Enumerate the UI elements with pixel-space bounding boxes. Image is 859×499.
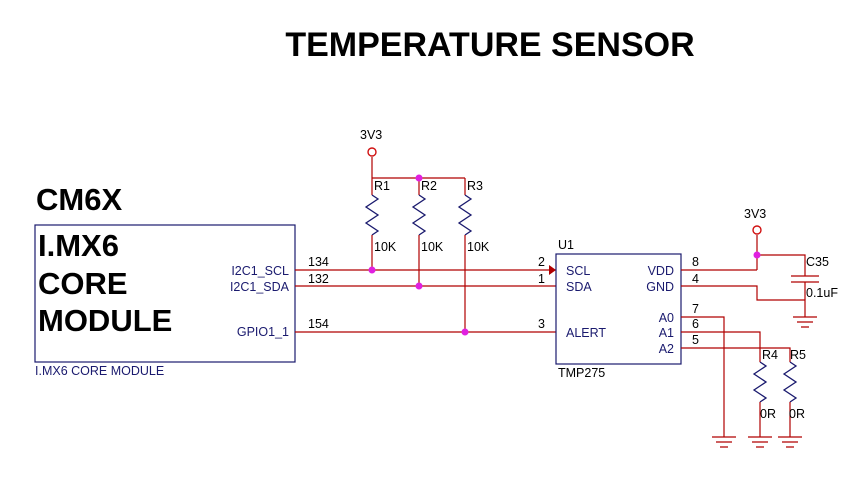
module-pin-sda: I2C1_SDA xyxy=(230,280,290,294)
wire-a2 xyxy=(681,347,791,362)
junction-dot xyxy=(415,174,423,182)
power-symbol-icon xyxy=(367,147,377,157)
module-pin-number-scl: 134 xyxy=(308,255,329,269)
r4-value: 0R xyxy=(760,407,776,421)
pullup-network: 3V3 R1 10K R2 10K R3 10K xyxy=(360,128,490,336)
junction-dot xyxy=(461,328,469,336)
r4-ref: R4 xyxy=(762,348,778,362)
ic-pin-number-vdd: 8 xyxy=(692,255,699,269)
module-pin-number-gpio: 154 xyxy=(308,317,329,331)
module-box xyxy=(34,224,296,363)
module-line-2: CORE xyxy=(38,266,128,301)
r1-resistor-icon xyxy=(364,194,380,236)
ic-part: TMP275 xyxy=(558,366,605,380)
cap-ref: C35 xyxy=(806,255,829,269)
module-caption: I.MX6 CORE MODULE xyxy=(35,364,164,378)
r5-value: 0R xyxy=(789,407,805,421)
r3-ref: R3 xyxy=(467,179,483,193)
junction-dot xyxy=(753,251,761,259)
module-pin-scl: I2C1_SCL xyxy=(231,264,289,278)
ic-pin-number-sda: 1 xyxy=(538,272,545,286)
module-pin-number-sda: 132 xyxy=(308,272,329,286)
r2-resistor-icon xyxy=(411,194,427,236)
ground-icon xyxy=(748,436,772,448)
ground-icon xyxy=(778,436,802,448)
r5-ref: R5 xyxy=(790,348,806,362)
module-line-3: MODULE xyxy=(38,303,172,338)
ic-pin-number-a2: 5 xyxy=(692,333,699,347)
ic-pin-sda: SDA xyxy=(566,280,592,294)
r1-value: 10K xyxy=(374,240,397,254)
ic-pin-number-scl: 2 xyxy=(538,255,545,269)
ic-ref: U1 xyxy=(558,238,574,252)
ic-pin-number-a0: 7 xyxy=(692,302,699,316)
r1-ref: R1 xyxy=(374,179,390,193)
module-heading: CM6X xyxy=(36,182,122,217)
ic-pin-a0: A0 xyxy=(659,311,674,325)
r3-value: 10K xyxy=(467,240,490,254)
power-label-1: 3V3 xyxy=(360,128,382,142)
power-label-2: 3V3 xyxy=(744,207,766,221)
scl-arrow-icon xyxy=(549,265,556,275)
module-pin-gpio: GPIO1_1 xyxy=(237,325,289,339)
sensor-ic: U1 TMP275 SCL SDA ALERT 2 1 3 VDD GND A0… xyxy=(538,238,699,380)
junction-dot xyxy=(368,266,376,274)
ic-pin-scl: SCL xyxy=(566,264,590,278)
cap-value: 0.1uF xyxy=(806,286,838,300)
ic-box xyxy=(555,253,682,365)
power-symbol-icon xyxy=(752,225,762,235)
ic-pin-a1: A1 xyxy=(659,326,674,340)
ic-pin-gnd: GND xyxy=(646,280,674,294)
diagram-title: TEMPERATURE SENSOR xyxy=(285,26,694,64)
ic-pin-number-gnd: 4 xyxy=(692,272,699,286)
r2-ref: R2 xyxy=(421,179,437,193)
r2-value: 10K xyxy=(421,240,444,254)
cap-wire-top xyxy=(757,254,806,276)
ic-pin-number-alert: 3 xyxy=(538,317,545,331)
r4-resistor-icon xyxy=(752,361,768,403)
ic-pin-number-a1: 6 xyxy=(692,317,699,331)
junction-dot xyxy=(415,282,423,290)
wire-a0 xyxy=(681,316,725,437)
wire-a1 xyxy=(681,331,761,362)
r3-resistor-icon xyxy=(457,194,473,236)
ic-pin-a2: A2 xyxy=(659,342,674,356)
core-module: CM6X I.MX6 CORE MODULE I.MX6 CORE MODULE… xyxy=(34,182,329,378)
right-network: 3V3 C35 0.1uF R4 0R R5 0R xyxy=(681,207,838,448)
module-line-1: I.MX6 xyxy=(38,228,119,263)
ic-pin-alert: ALERT xyxy=(566,326,606,340)
r5-resistor-icon xyxy=(782,361,798,403)
ground-icon xyxy=(712,436,736,448)
ic-pin-vdd: VDD xyxy=(648,264,674,278)
wire-gnd xyxy=(681,285,806,317)
ground-icon xyxy=(793,316,817,328)
